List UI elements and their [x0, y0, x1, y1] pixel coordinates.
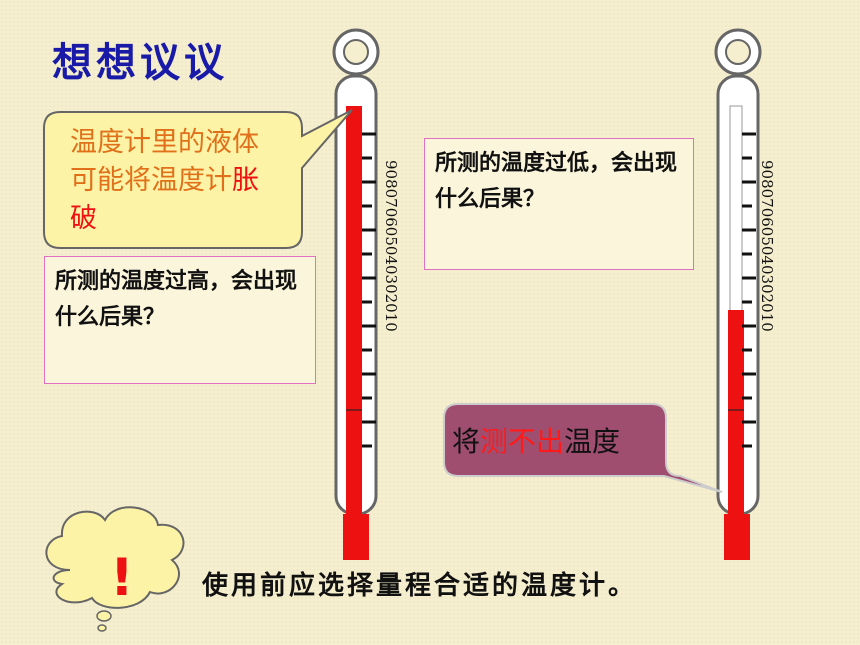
page-title: 想想议议: [52, 40, 228, 86]
thermo-ticks-right: [742, 132, 756, 448]
speech-bubble: [43, 109, 353, 249]
thermometer-left: [332, 28, 380, 560]
cannot-measure-text: 将测不出温度: [452, 420, 620, 460]
scale-label-left: 908070605040302010: [382, 160, 400, 332]
exclamation-icon: !: [110, 548, 134, 608]
thermo-liquid-left: [346, 106, 362, 516]
speech-bubble-text-orange: 温度计里的液体可能将温度计: [70, 127, 259, 196]
thermo-empty-bore-right: [729, 105, 743, 317]
cannot-measure-suffix: 温度: [564, 425, 621, 458]
speech-bubble-text: 温度计里的液体可能将温度计胀破: [70, 124, 285, 238]
thermo-bulb-right: [724, 514, 750, 560]
thermo-ticks-left: [362, 132, 376, 448]
cloud-icon: [45, 506, 185, 632]
speech-bubble-text-red: 胀破: [70, 165, 259, 234]
question-low-box: 所测的温度过低，会出现什么后果？: [424, 138, 694, 270]
question-high-box: 所测的温度过高，会出现什么后果？: [44, 256, 316, 384]
thermometer-right: [714, 28, 762, 560]
thermo-bulb-left: [343, 514, 369, 560]
tip-text: 使用前应选择量程合适的温度计。: [202, 571, 638, 601]
cannot-measure-red: 测不出: [480, 425, 565, 458]
scale-label-right: 908070605040302010: [758, 160, 776, 332]
callout-cannot-measure: [443, 403, 723, 493]
thermo-liquid-right: [728, 310, 744, 516]
cannot-measure-prefix: 将: [452, 425, 481, 458]
